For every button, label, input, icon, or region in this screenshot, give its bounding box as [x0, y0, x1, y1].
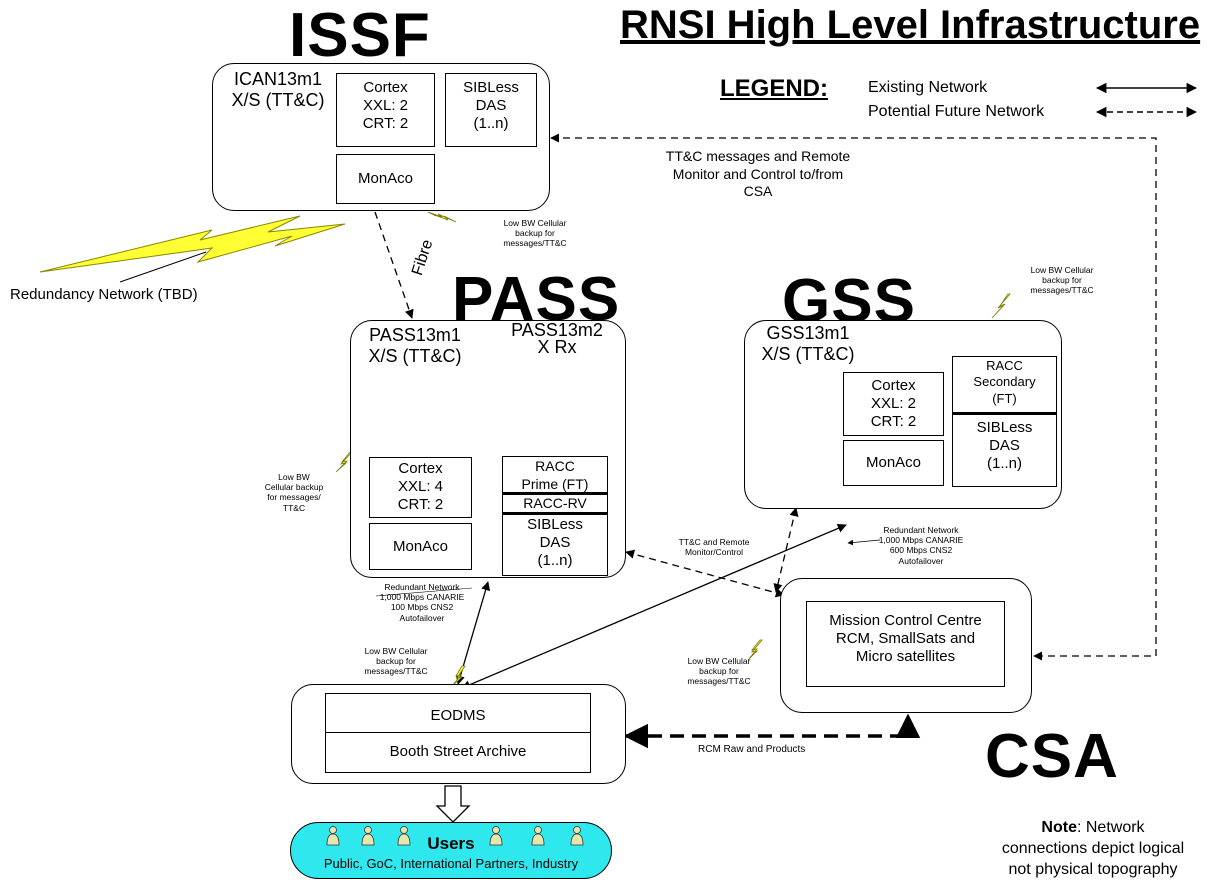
pass-monaco: MonAco	[369, 523, 472, 570]
pass-redundant-note: Redundant Network 1,000 Mbps CANARIE 100…	[379, 582, 465, 623]
gss-cell-bolt	[991, 293, 1011, 319]
gss-antenna-label: GSS13m1 X/S (TT&C)	[761, 323, 855, 364]
issf-cellular-note: Low BW Cellular backup for messages/TT&C	[503, 218, 567, 249]
csa-remote-note: TT&C messages and Remote Monitor and Con…	[665, 148, 851, 199]
gss-cellular-note: Low BW Cellular backup for messages/TT&C	[1030, 265, 1094, 296]
archive-inner-box	[325, 693, 591, 773]
pass-cortex: Cortex XXL: 4 CRT: 2	[369, 457, 472, 518]
csa-heading: CSA	[985, 722, 1119, 791]
issf-sibless: SIBLess DAS (1..n)	[445, 73, 537, 147]
issf-cortex: Cortex XXL: 2 CRT: 2	[336, 73, 435, 147]
redundancy-pointer	[119, 251, 207, 283]
issf-cell-bolt	[427, 211, 457, 223]
booth-street-archive-label: Booth Street Archive	[389, 743, 527, 760]
users-title: Users	[427, 834, 475, 853]
mcc-cellular-note: Low BW Cellular backup for messages/TT&C	[687, 656, 751, 687]
pass-racc-group	[502, 456, 608, 576]
gss-racc-group	[952, 356, 1057, 487]
gss-sibless: SIBLess DAS (1..n)	[976, 419, 1033, 472]
gss-racc-secondary: RACC Secondary (FT)	[973, 358, 1036, 406]
gss-monaco: MonAco	[843, 440, 944, 486]
topology-note: Note: Network connections depict logical…	[975, 818, 1211, 880]
mission-control-centre: Mission Control Centre RCM, SmallSats an…	[806, 601, 1005, 687]
archive-users-arrow	[435, 785, 471, 823]
pass-mcc-link	[625, 549, 785, 598]
pass-racc-rv: RACC-RV	[523, 495, 587, 511]
csa-remote-link	[550, 133, 1157, 661]
pass-racc-prime: RACC Prime (FT)	[521, 458, 589, 492]
gss-redundant-note: Redundant Network 1,000 Mbps CANARIE 600…	[878, 525, 964, 566]
issf-heading: ISSF	[289, 1, 431, 70]
note-text: : Network connections depict logical not…	[1001, 819, 1185, 878]
legend-heading: LEGEND:	[720, 75, 828, 102]
users-subtitle: Public, GoC, International Partners, Ind…	[323, 856, 579, 871]
pass-antenna2-label: PASS13m2 X Rx	[511, 320, 603, 358]
users-oval	[290, 822, 612, 879]
rcm-raw-link	[623, 713, 921, 749]
pass-antenna1-label: PASS13m1 X/S (TT&C)	[368, 325, 462, 366]
fibre-link	[374, 211, 414, 319]
eodms-label: EODMS	[430, 707, 486, 724]
redundancy-label: Redundancy Network (TBD)	[10, 286, 198, 303]
archive-cellular-note: Low BW Cellular backup for messages/TT&C	[364, 646, 428, 677]
note-bold: Note	[1041, 819, 1077, 836]
issf-monaco: MonAco	[336, 154, 435, 204]
pass-cellular-note: Low BW Cellular backup for messages/ TT&…	[264, 472, 324, 513]
issf-antenna-label: ICAN13m1 X/S (TT&C)	[231, 69, 325, 110]
gss-archive-link	[461, 524, 847, 689]
pass-sibless: SIBLess DAS (1..n)	[527, 516, 583, 569]
legend-existing-label: Existing Network	[868, 79, 988, 96]
page-title: RNSI High Level Infrastructure	[620, 3, 1201, 47]
mcc-cell-bolt	[747, 639, 763, 661]
gss-cortex: Cortex XXL: 2 CRT: 2	[843, 372, 944, 436]
gss-mcc-link	[773, 507, 799, 593]
rcm-raw-label: RCM Raw and Products	[698, 744, 806, 755]
redundancy-bolt	[39, 215, 346, 273]
ttc-remote-small-note: TT&C and Remote Monitor/Control	[678, 537, 750, 558]
legend-future-label: Potential Future Network	[868, 103, 1045, 120]
archive-cell-bolt	[451, 665, 466, 687]
